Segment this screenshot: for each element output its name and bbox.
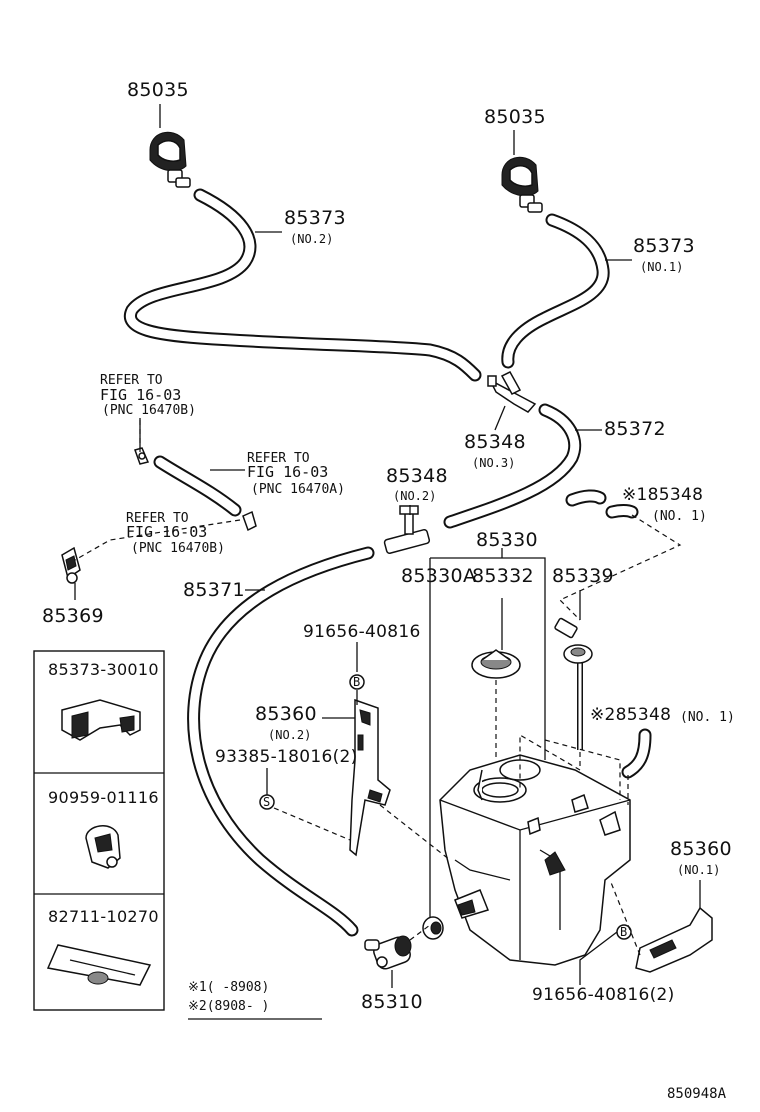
refer-3-line2: FIG 16-03	[126, 523, 207, 541]
grommet-85330a	[422, 916, 444, 940]
label-nozzle-right: 85035	[484, 106, 546, 128]
nozzle-85035-right	[501, 156, 543, 213]
refer-2-line1: REFER TO	[247, 451, 310, 466]
label-hose-no1: 85373	[633, 235, 695, 257]
nozzle-85035-left	[149, 131, 191, 188]
label-hose-no1-sub: (NO.1)	[640, 260, 683, 274]
clamp-refer-1	[134, 447, 150, 465]
screw-marker: S	[259, 768, 275, 810]
bolt-marker-top: B	[349, 642, 365, 705]
reservoir-tank-85330	[439, 754, 631, 966]
label-joint-x2-sub: (NO. 1)	[680, 710, 735, 725]
label-hose-85339: 85339	[552, 565, 614, 587]
label-tank-85330: 85330	[476, 529, 538, 551]
footnote-1: ※1( -8908)	[188, 980, 269, 995]
side-box-2-part: 90959-01116	[48, 788, 159, 807]
hose-small-top-right	[565, 489, 639, 519]
label-motor: 85310	[361, 991, 423, 1013]
marker-s: S	[263, 795, 270, 809]
refer-note-1: REFER TO FIG 16-03 (PNC 16470B)	[100, 373, 196, 418]
side-box-1-part: 85373-30010	[48, 660, 159, 679]
clamp-refer-3	[242, 510, 257, 532]
cap-85332	[471, 598, 521, 679]
label-screw: 93385-18016(2)	[215, 747, 358, 767]
dashed-leaders	[74, 420, 682, 956]
label-bracket-no1: 85360	[670, 838, 732, 860]
hose-85373-no2	[123, 188, 482, 382]
label-bolt-top: 91656-40816	[303, 622, 421, 642]
refer-2-line3: (PNC 16470A)	[251, 482, 345, 497]
label-joint-x1: ※185348	[622, 485, 703, 505]
refer-3-line1: REFER TO	[126, 511, 189, 526]
label-joint-no2-sub: (NO.2)	[393, 489, 436, 503]
footnotes: ※1( -8908) ※2(8908- )	[188, 980, 322, 1020]
refer-2-line2: FIG 16-03	[247, 463, 328, 481]
refer-1-line2: FIG 16-03	[100, 386, 181, 404]
joint-85348-no3	[487, 371, 537, 413]
refer-note-3: REFER TO FIG 16-03 (PNC 16470B)	[126, 511, 225, 556]
hose-85372	[443, 403, 582, 529]
joint-85348-no2	[383, 505, 431, 555]
side-box-3-part: 82711-10270	[48, 907, 159, 926]
hose-85371	[187, 546, 375, 937]
label-joint-x2: ※285348	[590, 705, 671, 725]
part-labels: 85035 85035 85373 (NO.2) 85373 (NO.1) 85…	[42, 79, 735, 1102]
label-hose-no2: 85373	[284, 207, 346, 229]
bracket-85360-no1	[635, 880, 713, 973]
side-box-3: 82711-10270	[46, 907, 159, 986]
label-joint-no3-sub: (NO.3)	[472, 456, 515, 470]
marker-b-top: B	[353, 675, 360, 689]
label-joint-no3: 85348	[464, 431, 526, 453]
hose-refer-middle	[153, 455, 242, 517]
bolt-marker-bottom: B	[579, 924, 632, 985]
tank-group-line	[429, 548, 546, 920]
label-hose-85372: 85372	[604, 418, 666, 440]
leader-lines	[74, 104, 632, 988]
marker-b-bottom: B	[620, 925, 627, 939]
label-bracket-no1-sub: (NO.1)	[677, 863, 720, 877]
label-hose-85371: 85371	[183, 579, 245, 601]
refer-note-2: REFER TO FIG 16-03 (PNC 16470A)	[247, 451, 345, 497]
pump-motor-85310	[364, 935, 412, 970]
label-joint-no2: 85348	[386, 465, 448, 487]
joint-85348-x2	[621, 728, 652, 779]
label-bracket-no2-sub: (NO.2)	[268, 728, 311, 742]
label-hose-no2-sub: (NO.2)	[290, 232, 333, 246]
label-bolt-bottom: 91656-40816(2)	[532, 985, 675, 1005]
fitting-85339	[554, 590, 593, 664]
label-clamp-85369: 85369	[42, 605, 104, 627]
refer-3-line3: (PNC 16470B)	[131, 541, 225, 556]
footnote-2: ※2(8908- )	[188, 999, 269, 1014]
side-box-group	[33, 650, 165, 1011]
side-box-2: 90959-01116	[48, 788, 159, 869]
clamp-85369	[61, 546, 81, 584]
label-joint-x1-sub: (NO. 1)	[652, 509, 707, 524]
label-grommet-85330a: 85330A	[401, 565, 476, 587]
bracket-85360-no2	[349, 698, 391, 857]
label-nozzle-left: 85035	[127, 79, 189, 101]
label-cap-85332: 85332	[472, 565, 534, 587]
refer-1-line1: REFER TO	[100, 373, 163, 388]
label-bracket-no2: 85360	[255, 703, 317, 725]
refer-1-line3: (PNC 16470B)	[102, 403, 196, 418]
diagram-code: 850948A	[667, 1086, 727, 1102]
side-box-1: 85373-30010	[48, 660, 159, 741]
hose-85373-no1	[501, 213, 610, 369]
